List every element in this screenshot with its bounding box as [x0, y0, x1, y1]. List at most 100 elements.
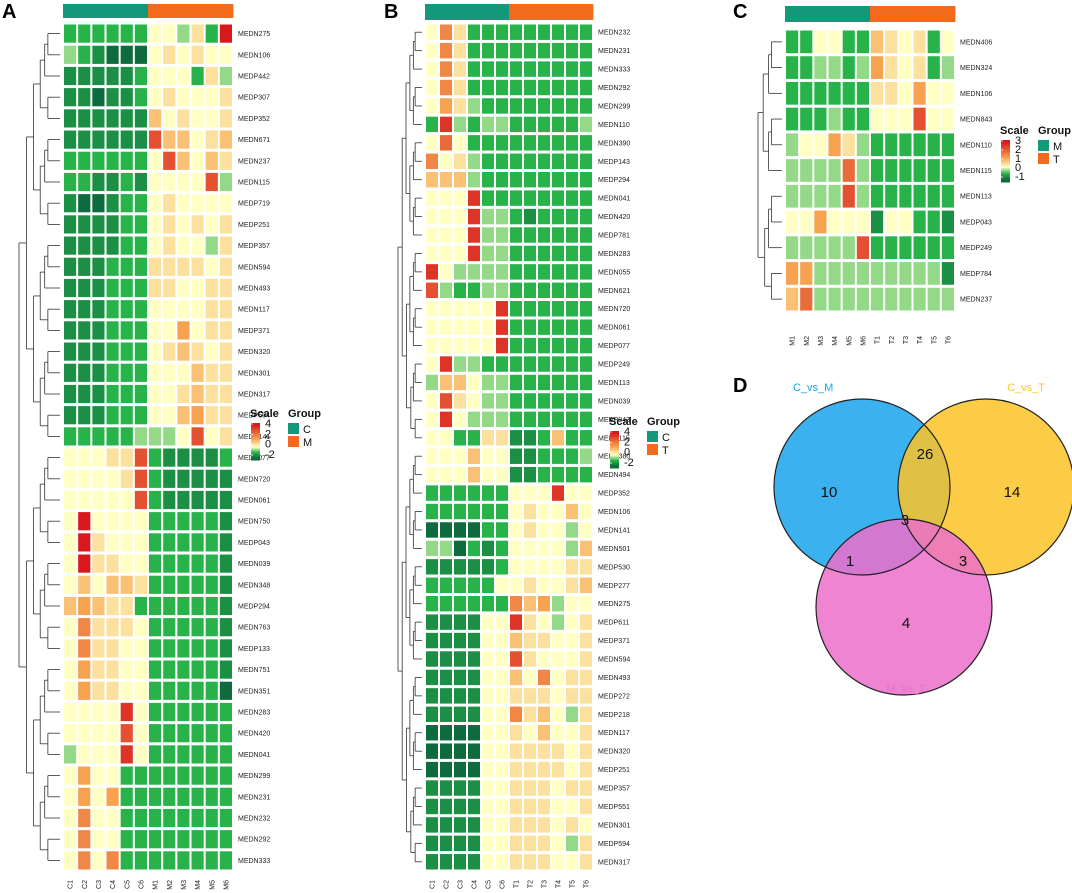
- heatmap-cell: [566, 319, 578, 335]
- heatmap-cell: [205, 533, 218, 552]
- scale-gradient-segment: [251, 436, 260, 439]
- heatmap-cell: [92, 808, 105, 828]
- scale-tick-label: -2: [624, 457, 634, 469]
- heatmap-cell: [454, 669, 466, 686]
- heatmap-cell: [566, 466, 578, 483]
- heatmap-cell: [510, 190, 522, 206]
- heatmap-cell: [92, 384, 105, 404]
- heatmap-cell: [120, 278, 133, 298]
- group-bar-cell: [467, 4, 482, 20]
- heatmap-cell: [163, 724, 176, 743]
- heatmap-cell: [454, 448, 466, 464]
- heatmap-cell: [899, 81, 912, 105]
- heatmap-cell: [149, 639, 162, 658]
- heatmap-cell: [64, 575, 77, 594]
- scale-gradient-segment: [610, 435, 619, 438]
- heatmap-cell: [482, 301, 494, 317]
- scale-gradient-segment: [251, 443, 260, 446]
- row-label: MEDP249: [598, 362, 630, 369]
- heatmap-cell: [92, 45, 105, 64]
- group-bar-cell: [133, 4, 149, 18]
- heatmap-cell: [78, 45, 91, 64]
- heatmap-cell: [106, 618, 119, 637]
- row-label: MEDN115: [238, 180, 270, 187]
- heatmap-cell: [163, 533, 176, 552]
- row-label: MEDP251: [238, 222, 270, 229]
- scale-gradient-segment: [1001, 173, 1010, 176]
- heatmap-cell: [106, 278, 119, 298]
- heatmap-cell: [496, 780, 508, 796]
- heatmap-cell: [871, 133, 884, 157]
- heatmap-cell: [913, 133, 926, 157]
- heatmap-cell: [482, 761, 494, 778]
- heatmap-cell: [482, 171, 494, 188]
- heatmap-cell: [134, 363, 147, 382]
- heatmap-cell: [580, 245, 592, 262]
- group-legend-label: T: [1053, 154, 1060, 166]
- heatmap-cell: [149, 490, 162, 510]
- heatmap-cell: [92, 109, 105, 128]
- heatmap-cell: [163, 575, 176, 594]
- heatmap-cell: [552, 688, 564, 704]
- heatmap-cell: [871, 107, 884, 131]
- heatmap-cell: [496, 208, 508, 225]
- heatmap-cell: [510, 42, 522, 59]
- heatmap-cell: [205, 618, 218, 637]
- column-label: C3: [96, 880, 103, 889]
- heatmap-cell: [496, 116, 508, 133]
- heatmap-cell: [510, 503, 522, 520]
- heatmap-cell: [205, 300, 218, 319]
- heatmap-cell: [580, 227, 592, 243]
- heatmap-cell: [149, 596, 162, 616]
- heatmap-cell: [426, 42, 438, 59]
- heatmap-cell: [552, 854, 564, 870]
- heatmap-cell: [92, 702, 105, 722]
- group-bar-cell: [119, 4, 135, 18]
- heatmap-cell: [552, 577, 564, 593]
- heatmap-cell: [149, 724, 162, 743]
- heatmap-cell: [552, 190, 564, 206]
- heatmap-cell: [120, 88, 133, 107]
- heatmap-cell: [786, 133, 799, 157]
- heatmap-cell: [177, 172, 190, 192]
- row-label: MEDN594: [598, 657, 630, 664]
- heatmap-cell: [106, 172, 119, 192]
- row-label: MEDP143: [598, 159, 630, 166]
- group-bar-cell: [940, 6, 956, 22]
- column-label: M2: [167, 880, 174, 890]
- row-label: MEDN055: [598, 269, 630, 276]
- heatmap-cell: [566, 669, 578, 686]
- group-legend-swatch: [647, 431, 658, 442]
- heatmap-cell: [580, 430, 592, 446]
- heatmap-cell: [496, 337, 508, 354]
- heatmap-cell: [149, 300, 162, 319]
- scale-tick-label: 4: [265, 418, 271, 430]
- scale-gradient-segment: [251, 441, 260, 444]
- heatmap-cell: [219, 194, 232, 213]
- heatmap-cell: [524, 245, 536, 262]
- heatmap-cell: [927, 184, 940, 208]
- heatmap-cell: [64, 745, 77, 764]
- heatmap-cell: [566, 171, 578, 188]
- heatmap-cell: [64, 724, 77, 743]
- heatmap-cell: [134, 596, 147, 616]
- scale-gradient-segment: [610, 454, 619, 457]
- group-bar-cell: [105, 4, 121, 18]
- heatmap-cell: [191, 851, 204, 870]
- heatmap-cell: [468, 430, 480, 446]
- row-label: MEDN351: [238, 688, 270, 695]
- heatmap-cell: [426, 614, 438, 630]
- heatmap-cell: [219, 321, 232, 340]
- heatmap-cell: [177, 215, 190, 234]
- heatmap-cell: [552, 632, 564, 649]
- heatmap-cell: [899, 159, 912, 182]
- heatmap-cell: [149, 512, 162, 531]
- heatmap-cell: [828, 81, 841, 105]
- heatmap-cell: [120, 130, 133, 149]
- row-label: MEDN348: [238, 582, 270, 589]
- row-label: MEDN106: [960, 91, 992, 98]
- heatmap-cell: [440, 227, 452, 243]
- heatmap-cell: [426, 430, 438, 446]
- heatmap-cell: [454, 577, 466, 593]
- heatmap-cell: [842, 236, 855, 260]
